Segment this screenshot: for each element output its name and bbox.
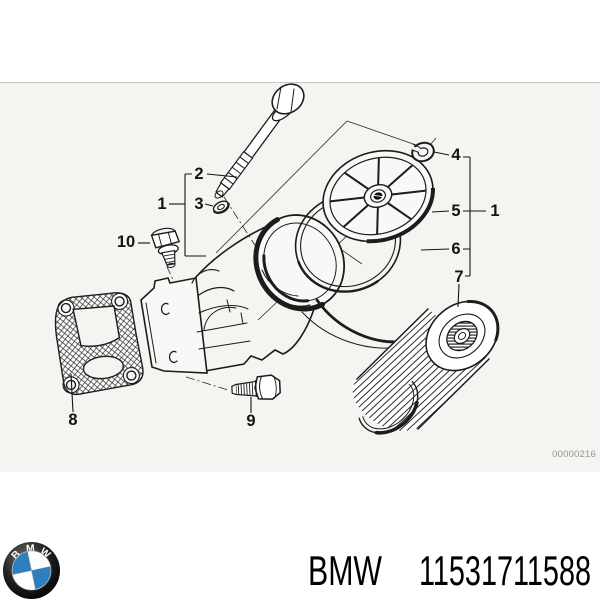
brand-text: BMW xyxy=(308,547,382,594)
long-bolt xyxy=(214,83,305,199)
part-number-text: 11531711588 xyxy=(419,547,591,594)
plug xyxy=(150,227,181,268)
callout-1-left: 1 xyxy=(157,194,167,213)
cover-wheel xyxy=(321,148,435,244)
top-separator-line xyxy=(0,82,600,83)
bmw-logo: B M W xyxy=(2,541,61,600)
callout-6: 6 xyxy=(451,239,461,258)
filter-housing xyxy=(140,212,409,374)
diagram-watermark: 00000216 xyxy=(552,449,596,460)
part-number-line: BMW 11531711588 xyxy=(308,547,591,594)
gasket xyxy=(54,292,144,396)
filter-cartridge xyxy=(352,299,500,435)
logo-quadrants xyxy=(12,551,51,590)
callout-leader-lines xyxy=(70,151,486,413)
callout-9: 9 xyxy=(246,411,256,430)
mount-bolt xyxy=(231,374,281,400)
callout-5: 5 xyxy=(451,201,461,220)
washer xyxy=(212,200,230,214)
callout-8: 8 xyxy=(68,410,78,429)
svg-text:M: M xyxy=(26,543,36,555)
callout-10: 10 xyxy=(116,232,136,251)
callout-4: 4 xyxy=(451,145,461,164)
sealing-ring xyxy=(411,141,435,163)
callout-1-right: 1 xyxy=(490,201,500,220)
callout-2: 2 xyxy=(194,164,204,183)
callout-7: 7 xyxy=(454,267,464,286)
callout-3: 3 xyxy=(194,194,204,213)
